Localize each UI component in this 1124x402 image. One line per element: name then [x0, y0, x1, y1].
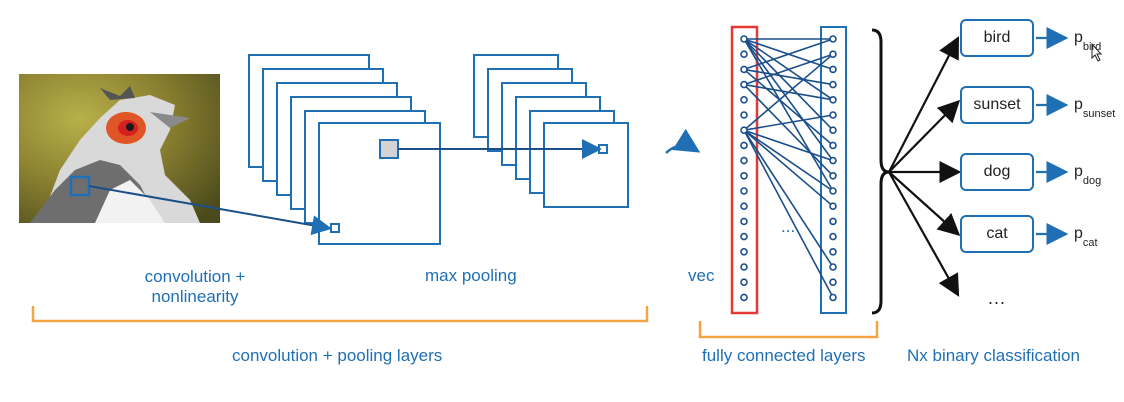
- conv-nonlinearity-label: convolution + nonlinearity: [130, 267, 260, 307]
- vec-node: [740, 187, 748, 195]
- prob-symbol: p: [1074, 96, 1083, 113]
- hidden-node: [829, 96, 837, 104]
- vec-node: [740, 111, 748, 119]
- prob-symbol: p: [1074, 29, 1083, 46]
- conv-pool-bracket: [31, 306, 649, 323]
- bird-photo: [19, 74, 220, 223]
- class-label: dog: [983, 163, 1011, 180]
- prob-subscript: cat: [1082, 237, 1098, 250]
- fully-connected-label: fully connected layers: [702, 346, 866, 365]
- class-arrow: [888, 99, 961, 173]
- pooling-feature-maps: [473, 54, 629, 208]
- vec-node: [740, 80, 748, 89]
- conv-arrow: [88, 185, 332, 236]
- class-box-sunset: sunset: [960, 86, 1034, 124]
- vec-node: [740, 141, 748, 150]
- hidden-node: [829, 80, 837, 89]
- max-pooling-label: max pooling: [425, 266, 517, 285]
- binary-classification-label: Nx binary classification: [907, 346, 1080, 365]
- fc-edge: [743, 129, 834, 192]
- conv-label-line2: nonlinearity: [151, 287, 239, 306]
- vec-node: [740, 156, 748, 165]
- classification-arrows: [888, 27, 1069, 297]
- vec-node: [740, 126, 748, 134]
- class-box-cat: cat: [960, 215, 1034, 253]
- vec-label: vec: [688, 266, 715, 285]
- fc-edge: [743, 129, 834, 268]
- fc-edge: [743, 38, 834, 71]
- fc-edge: [743, 38, 834, 131]
- vec-node: [740, 202, 748, 210]
- vec-node: [740, 172, 748, 180]
- conv-label-line1: convolution +: [144, 267, 246, 286]
- hidden-node: [829, 263, 837, 271]
- conv-pool-layers-label: convolution + pooling layers: [232, 346, 443, 365]
- class-label: bird: [983, 29, 1011, 46]
- hidden-ellipsis: ...: [781, 217, 796, 236]
- class-arrow: [888, 171, 960, 297]
- hidden-node: [829, 202, 837, 210]
- hidden-node: [829, 50, 837, 59]
- conv-feature-maps: [248, 54, 441, 245]
- output-brace: [871, 28, 890, 315]
- hidden-node: [829, 278, 837, 287]
- hidden-node: [829, 65, 837, 74]
- vec-node: [740, 96, 748, 104]
- hidden-node: [829, 172, 837, 180]
- vec-node: [740, 232, 748, 241]
- vec-node: [740, 293, 748, 302]
- prob-cat: pcat: [1074, 225, 1098, 249]
- class-box-bird: bird: [960, 19, 1034, 57]
- hidden-node: [829, 248, 837, 256]
- vec-node: [740, 217, 748, 226]
- prob-subscript: bird: [1082, 41, 1102, 54]
- hidden-node: [829, 156, 837, 165]
- fc-edge: [743, 84, 834, 177]
- prob-subscript: sunset: [1082, 108, 1116, 121]
- hidden-node: [829, 187, 837, 195]
- hidden-node: [829, 111, 837, 119]
- fc-edge: [743, 53, 834, 131]
- vec-node: [740, 35, 748, 43]
- vec-node: [740, 50, 748, 59]
- hidden-node: [829, 217, 837, 226]
- class-arrow: [888, 36, 960, 173]
- class-label: cat: [986, 225, 1008, 242]
- vec-column: [730, 25, 759, 315]
- fc-edge: [743, 38, 834, 162]
- hidden-node: [829, 293, 837, 302]
- prob-bird: pbird: [1074, 29, 1101, 53]
- vec-node: [740, 248, 748, 256]
- fc-edge: [743, 129, 834, 298]
- hidden-node: [829, 141, 837, 150]
- vec-node: [740, 65, 748, 74]
- fc-edge: [743, 114, 834, 131]
- vec-node: [740, 278, 748, 287]
- hidden-node: [829, 126, 837, 134]
- hidden-node: [829, 35, 837, 43]
- fc-network: [740, 35, 837, 302]
- class-box-dog: dog: [960, 153, 1034, 191]
- flatten-arrow: [665, 128, 701, 154]
- fc-edge: [743, 129, 834, 162]
- fc-bracket: [698, 321, 879, 339]
- mouse-pointer-icon: [1091, 42, 1103, 62]
- fc-edge: [743, 68, 834, 86]
- prob-subscript: dog: [1082, 175, 1102, 188]
- prob-symbol: p: [1074, 225, 1083, 242]
- prob-dog: pdog: [1074, 163, 1101, 187]
- more-classes-ellipsis: ...: [988, 288, 1007, 308]
- fc-edge: [743, 53, 834, 86]
- fc-edge: [743, 68, 834, 147]
- vec-node: [740, 263, 748, 271]
- prob-sunset: psunset: [1074, 96, 1115, 120]
- class-label: sunset: [973, 96, 1021, 113]
- prob-symbol: p: [1074, 163, 1083, 180]
- hidden-node: [829, 232, 837, 241]
- class-arrow: [888, 171, 961, 236]
- fc-edge: [743, 129, 834, 207]
